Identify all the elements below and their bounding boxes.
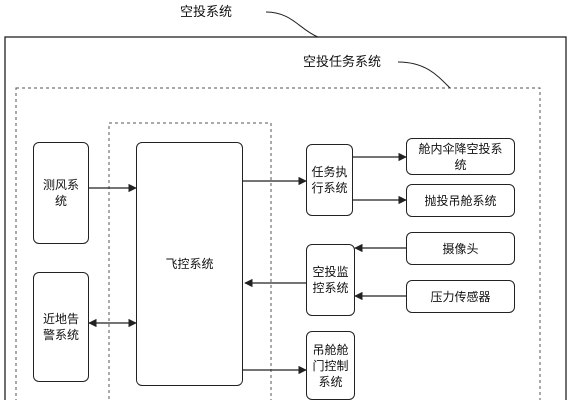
cabin-parachute-text: 舱内伞降空投系统 — [418, 141, 503, 172]
flight-control-boundary — [108, 122, 272, 400]
pod-drop-text: 抛投吊舱系统 — [424, 193, 497, 208]
camera-block: 摄像头 — [406, 232, 515, 265]
pod-door-block: 吊舱舱门控制系统 — [306, 331, 355, 400]
pod-door-text: 吊舱舱门控制系统 — [312, 342, 349, 389]
airdrop-system-boundary — [4, 36, 567, 400]
airdrop-monitor-block: 空投监控系统 — [306, 244, 355, 316]
ground-alert-text: 近地告警系统 — [42, 312, 79, 342]
camera-text: 摄像头 — [442, 241, 479, 256]
airdrop-system-label: 空投系统 — [180, 5, 233, 20]
airdrop-monitor-text: 空投监控系统 — [312, 265, 349, 295]
mission-exec-block: 任务执行系统 — [306, 144, 353, 216]
pressure-sensor-text: 压力传感器 — [430, 289, 491, 304]
cabin-parachute-block: 舱内伞降空投系统 — [406, 138, 515, 175]
pod-drop-block: 抛投吊舱系统 — [406, 184, 515, 217]
mission-system-boundary — [15, 87, 541, 400]
airdrop-system-leader — [265, 11, 319, 38]
wind-system-text: 测风系统 — [42, 178, 79, 208]
mission-exec-text: 任务执行系统 — [311, 165, 348, 195]
ground-alert-block: 近地告警系统 — [33, 272, 89, 382]
pressure-sensor-block: 压力传感器 — [406, 280, 515, 313]
flight-control-block: 飞控系统 — [136, 142, 243, 386]
wind-system-block: 测风系统 — [33, 142, 89, 244]
mission-system-leader — [397, 61, 451, 89]
mission-system-label: 空投任务系统 — [303, 55, 382, 70]
flight-control-text: 飞控系统 — [165, 257, 214, 271]
